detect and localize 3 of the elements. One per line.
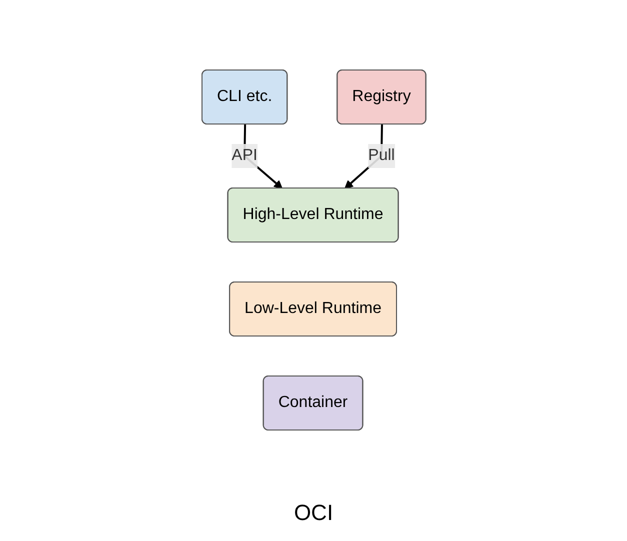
interface-label: OCI: [294, 500, 334, 526]
edge-label: API: [231, 147, 258, 164]
edge-label: Pull: [368, 147, 394, 164]
